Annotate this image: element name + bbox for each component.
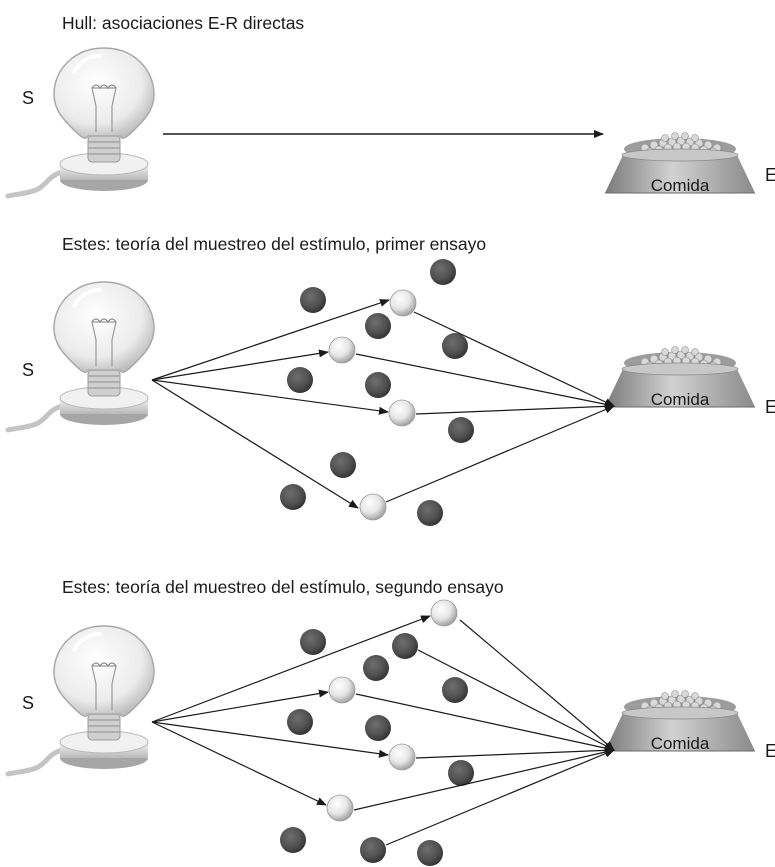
association-arrow <box>415 746 615 759</box>
sampled-element <box>430 599 458 627</box>
sampling-arrow <box>151 299 390 381</box>
sampling-arrow <box>151 615 431 723</box>
response-label: E <box>765 741 775 761</box>
unsampled-element <box>365 715 391 741</box>
panel-hull: Comida <box>8 48 756 196</box>
unsampled-element <box>442 677 468 703</box>
unsampled-element <box>430 259 456 285</box>
unsampled-element <box>442 333 468 359</box>
unsampled-element <box>417 500 443 526</box>
sampling-arrow <box>151 379 389 415</box>
unsampled-element <box>287 709 313 735</box>
unsampled-element <box>280 484 306 510</box>
sampling-arrow <box>151 349 329 381</box>
sampling-arrow <box>151 721 389 758</box>
response-label: E <box>765 397 775 417</box>
unsampled-element <box>392 633 418 659</box>
panel-title-hull: Hull: asociaciones E-R directas <box>62 13 305 33</box>
sampled-element <box>328 676 356 704</box>
unsampled-element <box>363 655 389 681</box>
unsampled-element <box>360 837 386 863</box>
unsampled-element <box>417 840 443 866</box>
response-label: E <box>765 165 775 185</box>
food-label: Comida <box>651 176 710 195</box>
sampled-element <box>326 794 354 822</box>
unsampled-element <box>448 760 474 786</box>
unsampled-element <box>330 452 356 478</box>
stimulus-label: S <box>22 693 35 713</box>
unsampled-element <box>300 629 326 655</box>
association-arrow <box>385 405 615 503</box>
sampling-arrow <box>151 721 327 806</box>
lightbulb-icon <box>8 282 154 430</box>
association-arrow <box>459 619 615 751</box>
association-arrow <box>417 649 615 751</box>
unsampled-element <box>365 372 391 398</box>
panel-estes-first-trial: Comida <box>8 259 756 526</box>
association-arrow <box>355 693 615 752</box>
association-arrow <box>385 749 615 846</box>
panel-title-estes-second-trial: Estes: teoría del muestreo del estímulo,… <box>62 577 504 597</box>
stimulus-label: S <box>22 88 35 108</box>
sampled-element <box>389 289 417 317</box>
food-label: Comida <box>651 734 710 753</box>
food-label: Comida <box>651 390 710 409</box>
sampled-element <box>328 336 356 364</box>
panel-title-estes-first-trial: Estes: teoría del muestreo del estímulo,… <box>62 234 487 254</box>
panel-estes-second-trial: Comida <box>8 599 756 866</box>
sampled-element <box>388 743 416 771</box>
lightbulb-icon <box>8 48 154 196</box>
unsampled-element <box>287 367 313 393</box>
association-arrow <box>413 311 615 407</box>
sampling-arrow <box>151 379 359 509</box>
sampling-arrow <box>151 689 329 723</box>
association-arrow <box>355 353 615 409</box>
sampled-element <box>388 399 416 427</box>
sampled-element <box>359 493 387 521</box>
unsampled-element <box>448 417 474 443</box>
unsampled-element <box>300 287 326 313</box>
association-arrow <box>415 402 615 415</box>
unsampled-element <box>365 313 391 339</box>
association-arrow <box>353 748 615 811</box>
lightbulb-icon <box>8 626 154 774</box>
stimulus-label: S <box>22 360 35 380</box>
unsampled-element <box>280 827 306 853</box>
